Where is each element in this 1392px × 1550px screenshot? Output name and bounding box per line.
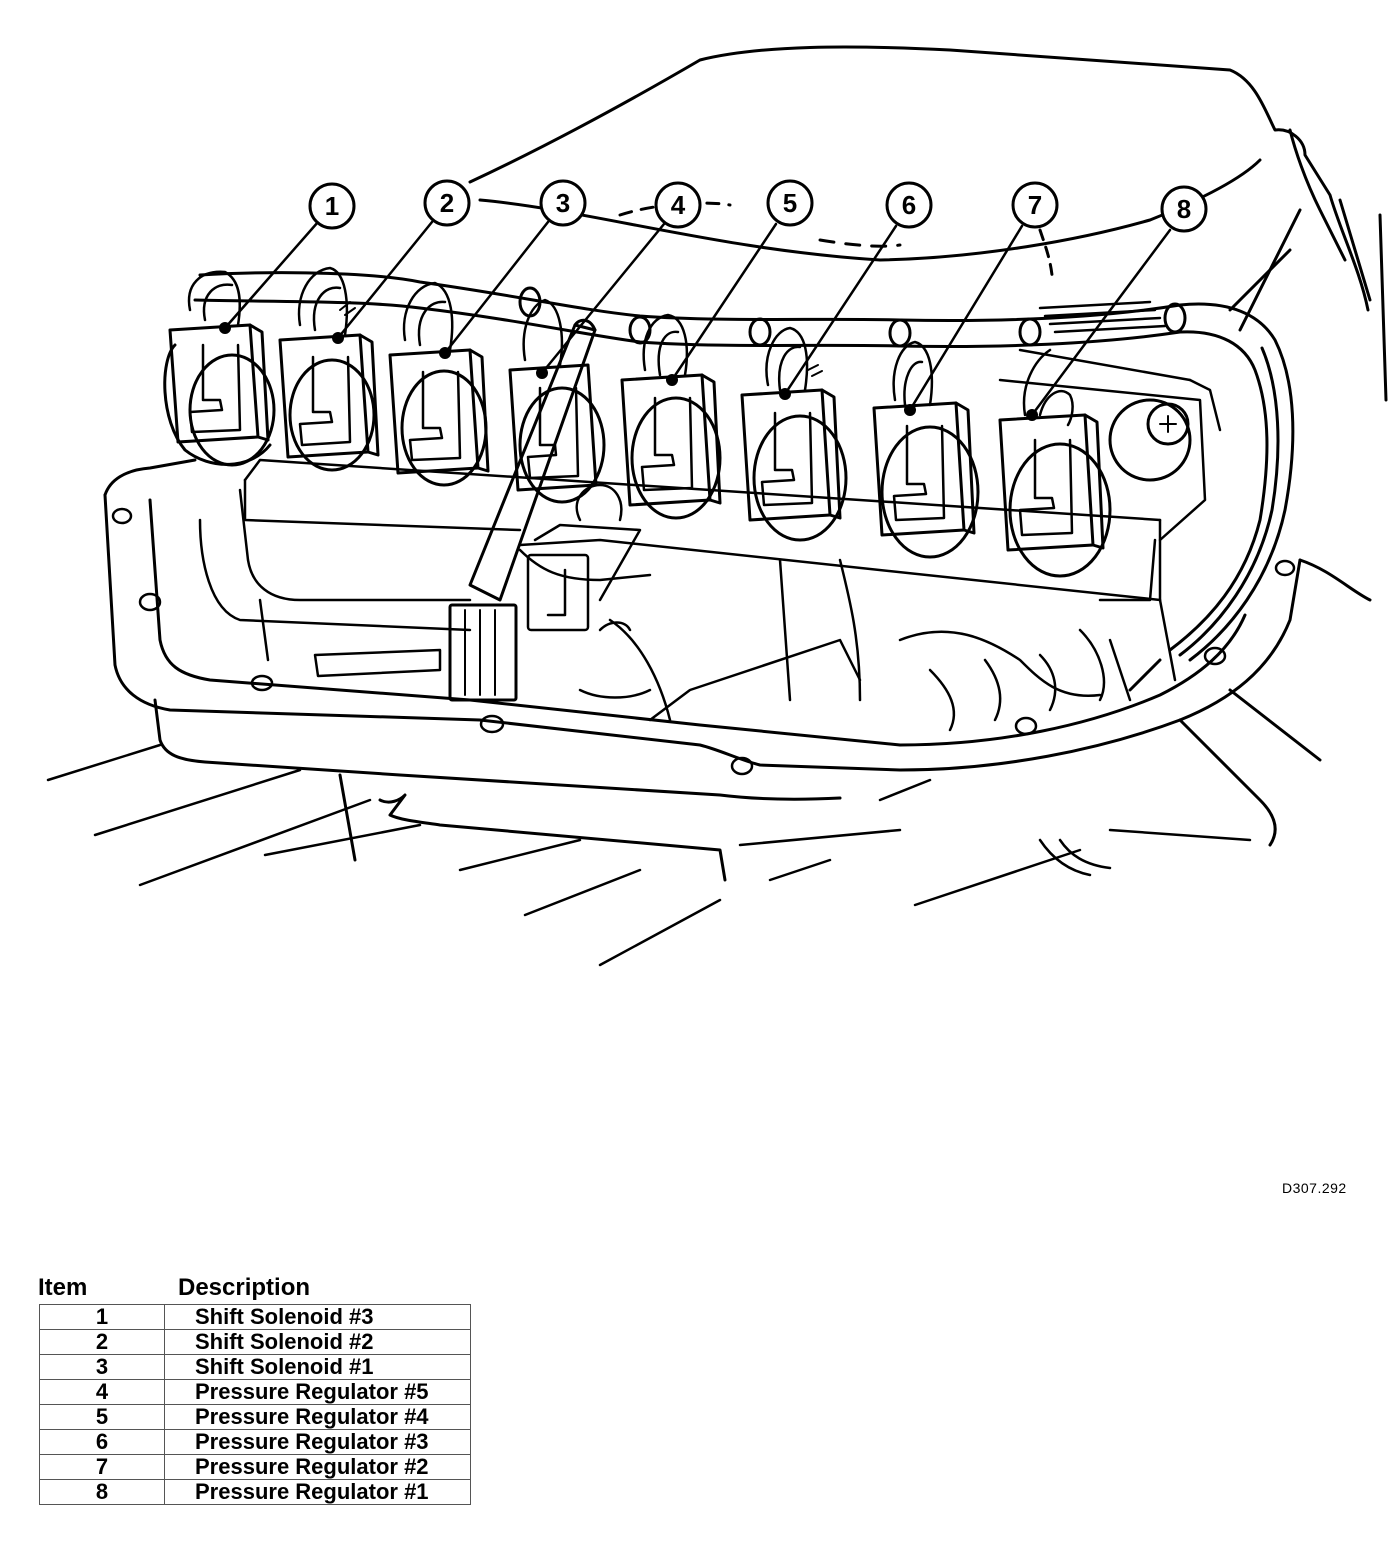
pan-bolt-holes bbox=[111, 507, 1296, 776]
legend-item-description: Pressure Regulator #1 bbox=[164, 1479, 471, 1505]
callout-1-label: 1 bbox=[325, 191, 339, 221]
legend-item-description: Shift Solenoid #3 bbox=[164, 1304, 471, 1330]
connector-6 bbox=[740, 388, 842, 522]
connector-1 bbox=[168, 323, 270, 444]
legend-item-description: Pressure Regulator #2 bbox=[164, 1454, 471, 1480]
callout-4: 4 bbox=[654, 181, 702, 229]
legend: Item Description 1 Shift Solenoid #3 2 S… bbox=[38, 1274, 472, 1505]
legend-item-number: 1 bbox=[39, 1304, 165, 1330]
callout-3: 3 bbox=[539, 179, 587, 227]
table-row: 7 Pressure Regulator #2 bbox=[39, 1454, 471, 1480]
leader-line-3 bbox=[443, 220, 550, 355]
legend-item-description: Pressure Regulator #3 bbox=[164, 1429, 471, 1455]
callout-4-label: 4 bbox=[671, 190, 686, 220]
table-row: 8 Pressure Regulator #1 bbox=[39, 1479, 471, 1505]
legend-item-number: 8 bbox=[39, 1479, 165, 1505]
connector-8 bbox=[998, 413, 1105, 552]
figure-reference-code: D307.292 bbox=[1282, 1180, 1347, 1196]
legend-item-description: Shift Solenoid #1 bbox=[164, 1354, 471, 1380]
solenoid-diagram: 1 2 3 4 5 6 7 8 bbox=[46, 45, 1388, 967]
callout-5-label: 5 bbox=[783, 188, 797, 218]
legend-item-number: 4 bbox=[39, 1379, 165, 1405]
leader-line-6 bbox=[783, 224, 898, 396]
solenoid-connectors bbox=[168, 323, 1105, 552]
callout-7: 7 bbox=[1011, 181, 1059, 229]
table-row: 2 Shift Solenoid #2 bbox=[39, 1329, 471, 1355]
legend-item-description: Shift Solenoid #2 bbox=[164, 1329, 471, 1355]
leader-arrowheads bbox=[219, 322, 1038, 421]
mounting-bolt bbox=[1146, 402, 1190, 446]
solenoid-bracket bbox=[243, 458, 1162, 632]
leader-line-7 bbox=[908, 224, 1024, 412]
leader-line-4 bbox=[540, 222, 666, 375]
leader-line-5 bbox=[670, 222, 778, 382]
table-row: 3 Shift Solenoid #1 bbox=[39, 1354, 471, 1380]
legend-item-number: 2 bbox=[39, 1329, 165, 1355]
pan-internals bbox=[198, 478, 1177, 732]
solenoid-coils bbox=[163, 343, 1192, 578]
callout-2: 2 bbox=[423, 179, 471, 227]
lower-housing bbox=[46, 743, 1252, 967]
table-row: 6 Pressure Regulator #3 bbox=[39, 1429, 471, 1455]
callout-3-label: 3 bbox=[556, 188, 570, 218]
legend-item-description: Pressure Regulator #5 bbox=[164, 1379, 471, 1405]
legend-item-number: 7 bbox=[39, 1454, 165, 1480]
connector-4 bbox=[508, 363, 598, 492]
legend-header-item: Item bbox=[38, 1274, 88, 1301]
table-row: 4 Pressure Regulator #5 bbox=[39, 1379, 471, 1405]
callout-5: 5 bbox=[766, 179, 814, 227]
leader-line-8 bbox=[1030, 228, 1172, 417]
leader-line-1 bbox=[223, 220, 320, 330]
legend-table: 1 Shift Solenoid #3 2 Shift Solenoid #2 … bbox=[39, 1304, 471, 1505]
legend-header-description: Description bbox=[178, 1274, 311, 1301]
legend-item-number: 3 bbox=[39, 1354, 165, 1380]
leader-lines bbox=[223, 220, 1172, 417]
callout-1: 1 bbox=[308, 182, 356, 230]
table-row: 1 Shift Solenoid #3 bbox=[39, 1304, 471, 1330]
callout-6-label: 6 bbox=[902, 190, 916, 220]
callout-6: 6 bbox=[885, 181, 933, 229]
connector-wires bbox=[187, 266, 1074, 427]
connector-7 bbox=[872, 401, 976, 537]
legend-item-description: Pressure Regulator #4 bbox=[164, 1404, 471, 1430]
leader-line-2 bbox=[336, 220, 434, 340]
callout-8-label: 8 bbox=[1177, 194, 1191, 224]
legend-item-number: 6 bbox=[39, 1429, 165, 1455]
legend-header: Item Description bbox=[38, 1274, 472, 1304]
callout-2-label: 2 bbox=[440, 188, 454, 218]
callout-8: 8 bbox=[1160, 185, 1208, 233]
table-row: 5 Pressure Regulator #4 bbox=[39, 1404, 471, 1430]
wiring-harness bbox=[193, 271, 1295, 692]
legend-item-number: 5 bbox=[39, 1404, 165, 1430]
callouts: 1 2 3 4 5 6 7 8 bbox=[308, 179, 1208, 233]
callout-7-label: 7 bbox=[1028, 190, 1042, 220]
